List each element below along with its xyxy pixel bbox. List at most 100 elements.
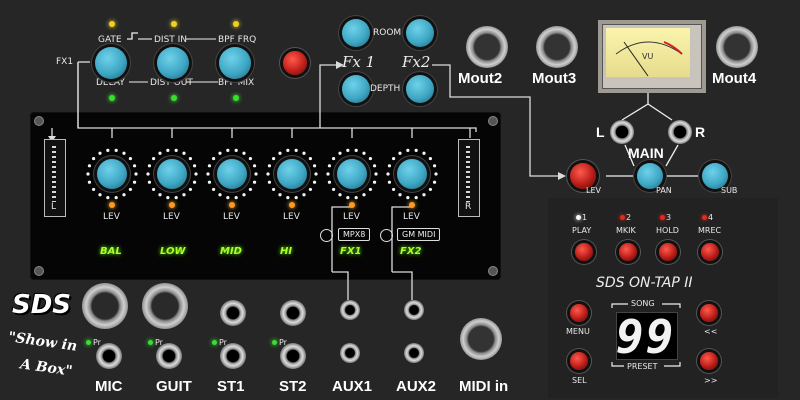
channel-knob-bal[interactable] xyxy=(97,159,127,189)
st2-left-jack[interactable] xyxy=(280,300,306,326)
left-level-meter xyxy=(44,139,66,217)
fx1-bypass-button[interactable] xyxy=(283,51,307,75)
channel-lev-label: LEV xyxy=(163,212,180,222)
main-l-label: L xyxy=(596,124,605,140)
midi-in-din[interactable] xyxy=(460,318,502,360)
aux1-label: AUX1 xyxy=(332,378,373,395)
channel-knob-fx2[interactable] xyxy=(397,159,427,189)
channel-name-bal: BAL xyxy=(100,246,122,257)
prev-button[interactable] xyxy=(700,304,718,322)
st2-right-jack[interactable] xyxy=(280,343,306,369)
mout2-label: Mout2 xyxy=(458,70,503,87)
preamp-label: Pr xyxy=(279,338,287,347)
preamp-label: Pr xyxy=(219,338,227,347)
st1-left-jack[interactable] xyxy=(220,300,246,326)
channel-name-mid: MID xyxy=(220,246,242,257)
st2-label: ST2 xyxy=(279,378,307,395)
next-label: >> xyxy=(704,376,718,385)
bpf-mix-led xyxy=(233,95,239,101)
room-knob-right[interactable] xyxy=(406,19,434,47)
mode-button-mrec[interactable] xyxy=(701,243,719,261)
dist-out-label: DIST OUT xyxy=(150,78,193,88)
mode-button-mkik[interactable] xyxy=(619,243,637,261)
main-sub-knob[interactable] xyxy=(702,163,728,189)
main-lev-knob[interactable] xyxy=(570,163,596,189)
screw-icon xyxy=(34,116,44,126)
brand-label: SDS ON-TAP II xyxy=(596,275,693,291)
channel-led-ring xyxy=(326,148,378,200)
aux1-left-jack[interactable] xyxy=(340,300,360,320)
patch-point-icon xyxy=(380,229,393,242)
depth-knob-right[interactable] xyxy=(406,75,434,103)
depth-label: DEPTH xyxy=(370,84,401,94)
mic-line-jack[interactable] xyxy=(96,343,122,369)
mode-button-hold[interactable] xyxy=(659,243,677,261)
left-meter-label: L xyxy=(51,202,57,212)
main-pan-knob[interactable] xyxy=(637,163,663,189)
meter-leds xyxy=(466,146,470,202)
mout4-din[interactable] xyxy=(716,26,758,68)
channel-led xyxy=(349,202,355,208)
mode-number: 1 xyxy=(582,213,588,222)
mode-number: 4 xyxy=(708,213,714,222)
mode-label: MREC xyxy=(698,226,722,235)
mode-led-mkik xyxy=(620,215,625,220)
preamp-label: Pr xyxy=(155,338,163,347)
vu-label: VU xyxy=(642,52,654,61)
aux1-right-jack[interactable] xyxy=(340,343,360,363)
song-label: SONG xyxy=(631,299,655,308)
delay-label: DELAY xyxy=(96,78,125,88)
main-sub-label: SUB xyxy=(721,186,738,195)
menu-button[interactable] xyxy=(570,304,588,322)
dist-out-led xyxy=(171,95,177,101)
mode-button-play[interactable] xyxy=(575,243,593,261)
channel-knob-fx1[interactable] xyxy=(337,159,367,189)
aux2-right-jack[interactable] xyxy=(404,343,424,363)
mout4-label: Mout4 xyxy=(712,70,757,87)
main-pan-label: PAN xyxy=(656,186,672,195)
vu-scale xyxy=(615,41,683,77)
channel-knob-hi[interactable] xyxy=(277,159,307,189)
main-r-jack[interactable] xyxy=(668,120,692,144)
st1-label: ST1 xyxy=(217,378,245,395)
guit-line-jack[interactable] xyxy=(156,343,182,369)
gate-label: GATE xyxy=(98,35,122,45)
vu-face xyxy=(606,28,690,77)
midi-in-label: MIDI in xyxy=(459,378,509,395)
channel-led-ring xyxy=(266,148,318,200)
aux2-label: AUX2 xyxy=(396,378,437,395)
guit-label: GUIT xyxy=(156,378,192,395)
fx1-script-label: Fx 1 xyxy=(342,53,376,71)
mode-led-play xyxy=(576,215,581,220)
mout3-din[interactable] xyxy=(536,26,578,68)
fx1-dist-knob[interactable] xyxy=(157,47,189,79)
mode-led-mrec xyxy=(702,215,707,220)
screw-icon xyxy=(34,266,44,276)
guit-xlr-input[interactable] xyxy=(142,283,188,329)
gate-led xyxy=(109,21,115,27)
aux2-left-jack[interactable] xyxy=(404,300,424,320)
fx1-bpf-knob[interactable] xyxy=(219,47,251,79)
channel-lev-label: LEV xyxy=(343,212,360,222)
mout2-din[interactable] xyxy=(466,26,508,68)
mode-label: HOLD xyxy=(656,226,679,235)
mic-label: MIC xyxy=(95,378,123,395)
seven-segment-display xyxy=(616,312,678,360)
channel-knob-low[interactable] xyxy=(157,159,187,189)
channel-led-ring xyxy=(206,148,258,200)
channel-led xyxy=(229,202,235,208)
channel-name-fx2: FX2 xyxy=(400,246,422,257)
channel-led-ring xyxy=(86,148,138,200)
st1-right-jack[interactable] xyxy=(220,343,246,369)
room-knob-left[interactable] xyxy=(342,19,370,47)
depth-knob-left[interactable] xyxy=(342,75,370,103)
fx1-delay-knob[interactable] xyxy=(95,47,127,79)
next-button[interactable] xyxy=(700,352,718,370)
main-l-jack[interactable] xyxy=(610,120,634,144)
sel-button[interactable] xyxy=(570,352,588,370)
right-level-meter xyxy=(458,139,480,217)
channel-knob-mid[interactable] xyxy=(217,159,247,189)
mic-xlr-input[interactable] xyxy=(82,283,128,329)
